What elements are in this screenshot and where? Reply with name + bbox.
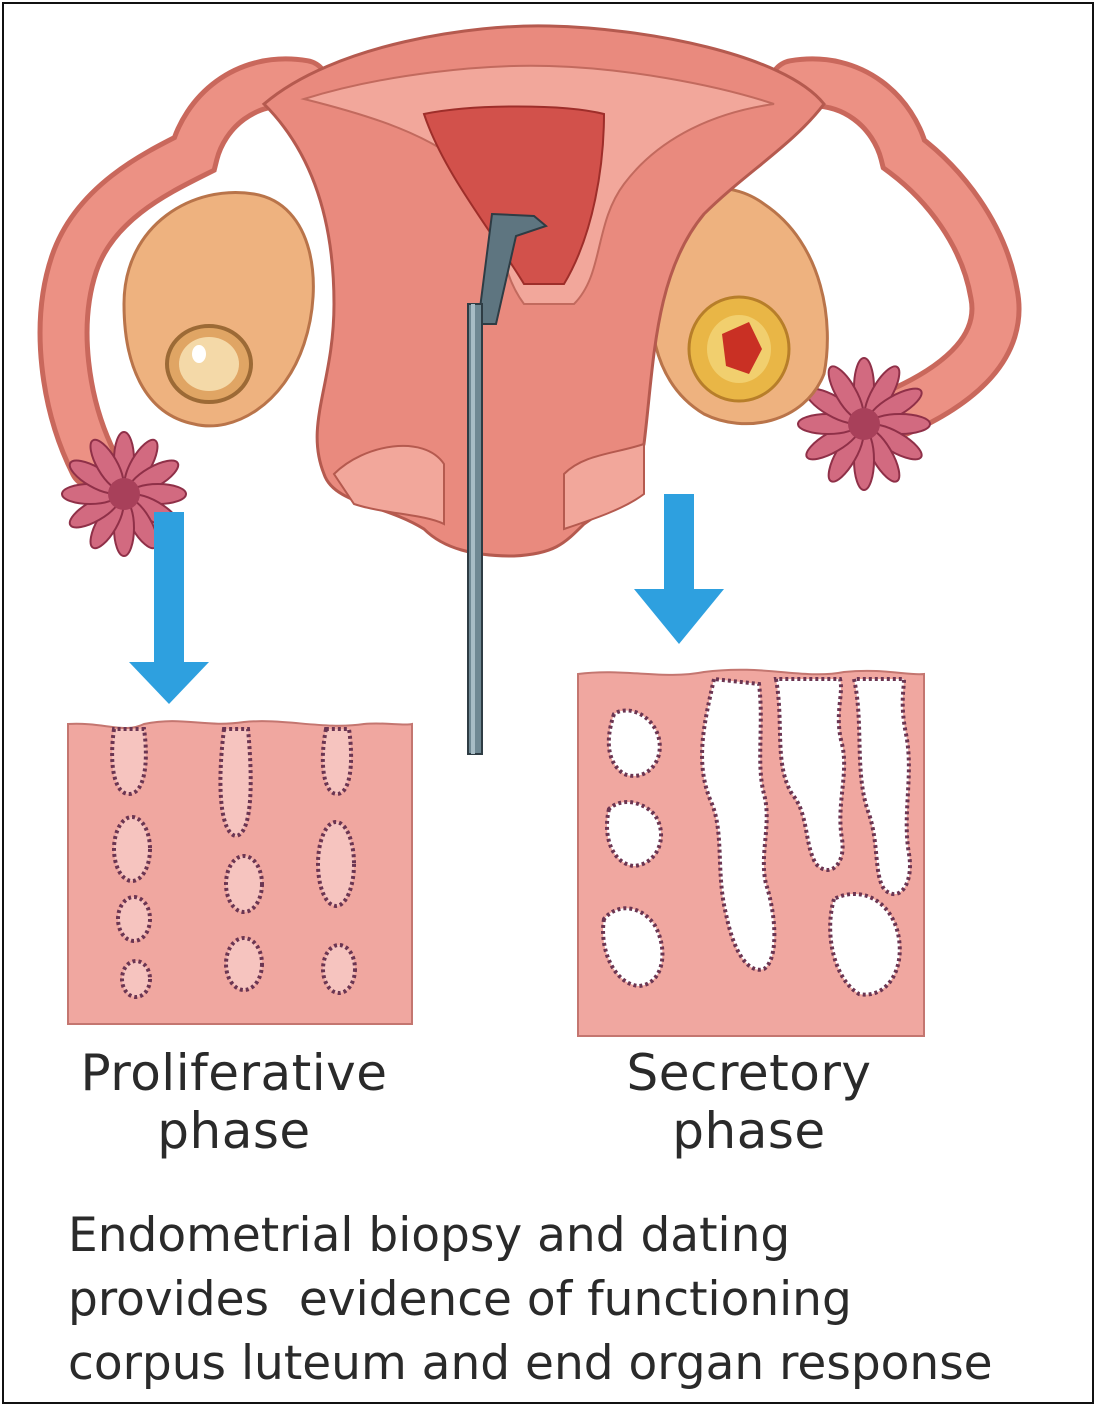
- left-ovary: [124, 192, 313, 425]
- proliferative-label-line2: phase: [34, 1102, 434, 1160]
- uterus-illustration: [4, 4, 1094, 1404]
- secretory-label-line1: Secretory: [549, 1044, 949, 1102]
- right-down-arrow: [634, 494, 724, 644]
- caption-line1: Endometrial biopsy and dating: [68, 1204, 1088, 1268]
- secretory-label-line2: phase: [549, 1102, 949, 1160]
- proliferative-label-line1: Proliferative: [34, 1044, 434, 1102]
- proliferative-endometrium: [68, 721, 412, 1024]
- caption-line2: provides evidence of functioning: [68, 1268, 1088, 1332]
- caption-line3: corpus luteum and end organ response: [68, 1332, 1088, 1396]
- proliferative-phase-label: Proliferative phase: [34, 1044, 434, 1160]
- figure-caption: Endometrial biopsy and dating provides e…: [68, 1204, 1088, 1396]
- secretory-phase-label: Secretory phase: [549, 1044, 949, 1160]
- secretory-endometrium: [578, 670, 924, 1036]
